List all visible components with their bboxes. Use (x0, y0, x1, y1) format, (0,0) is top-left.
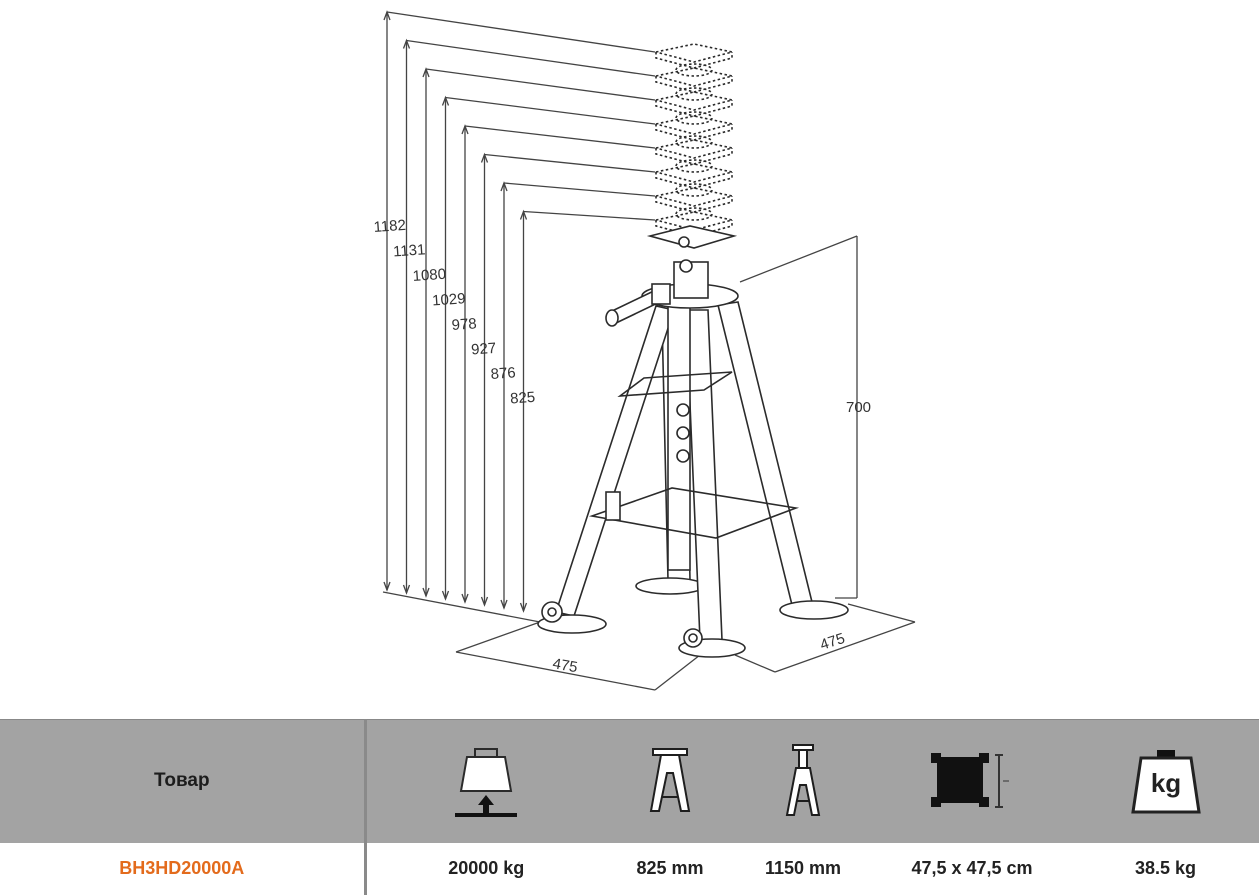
height-label: 1029 (432, 290, 466, 309)
max-height-value: 1150 mm (734, 842, 872, 895)
spec-table: Товар (0, 718, 1259, 895)
height-label: 876 (490, 364, 516, 383)
height-dimension-lines: 1182 1131 1080 1029 978 927 876 825 700 475 475 (373, 10, 916, 691)
max-height-icon (734, 718, 872, 843)
weight-value: 38.5 kg (1072, 842, 1259, 895)
base-width-right-label: 475 (818, 630, 847, 654)
min-height-icon (606, 718, 734, 843)
height-label: 927 (471, 340, 497, 359)
header-label: Товар (153, 770, 210, 792)
svg-text:kg: kg (1150, 768, 1180, 798)
height-label: 825 (510, 389, 536, 408)
extended-head-positions (655, 43, 733, 245)
base-width-left-label: 475 (551, 655, 579, 676)
height-label: 978 (451, 315, 477, 334)
product-code[interactable]: BH3HD20000A (0, 842, 367, 895)
base-height-label: 700 (846, 399, 871, 416)
jack-stand-body (537, 225, 849, 658)
table-header-row: Товар (0, 718, 1259, 843)
base-footprint-icon (872, 718, 1072, 843)
load-capacity-icon (365, 718, 606, 843)
weight-icon: kg (1072, 718, 1259, 843)
height-label: 1182 (373, 217, 406, 236)
base-footprint-value: 47,5 x 47,5 cm (872, 842, 1072, 895)
height-label: 1131 (393, 241, 426, 260)
height-label: 1080 (412, 266, 446, 285)
load-capacity-value: 20000 kg (365, 842, 606, 895)
jack-stand-technical-drawing: 1182 1131 1080 1029 978 927 876 825 700 475 475 (373, 10, 916, 691)
min-height-value: 825 mm (606, 842, 734, 895)
table-row: BH3HD20000A 20000 kg 825 mm 1150 mm 47,5… (0, 842, 1259, 895)
header-label-cell: Товар (0, 718, 367, 843)
